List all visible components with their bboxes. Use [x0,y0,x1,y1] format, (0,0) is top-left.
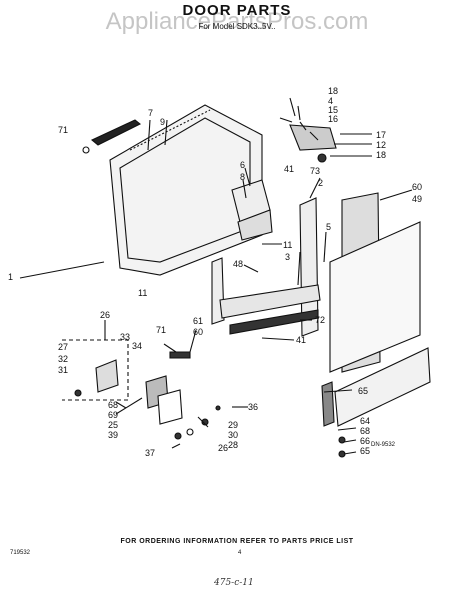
callout-label: 69 [108,410,118,420]
callout-label: 26 [218,443,228,453]
callout-label: 2 [318,178,323,188]
callout-label: 41 [296,335,306,345]
callout-label: 72 [315,315,325,325]
callout-label: 28 [228,440,238,450]
page-number: 4 [238,550,242,556]
callout-label: 16 [328,114,338,124]
callout-label: 33 [120,332,130,342]
lock-bezel [157,389,183,425]
callout-label: 30 [228,430,238,440]
callout-label: 4 [328,96,333,106]
clip-part [82,146,90,154]
callout-label: 17 [376,130,386,140]
callout-label: 5 [326,222,331,232]
hinge-bracket [289,124,337,151]
door-bottom-bar [219,284,321,319]
callout-label: 25 [108,420,118,430]
callout-label: 37 [145,448,155,458]
panel-side-trim [321,381,335,427]
callout-label: 11 [138,288,147,298]
callout-label: 71 [156,325,166,335]
callout-label: 11 [283,240,292,250]
callout-label: 26 [100,310,110,320]
latch-assembly-box [62,339,129,401]
callout-label: 68 [108,400,118,410]
callout-label: 36 [248,402,258,412]
diagram-title: DOOR PARTS [182,2,292,19]
diagram-code: DN-9532 [371,442,396,448]
hinge-roller [317,153,327,163]
callout-label: 65 [358,386,368,396]
watermark: AppliancePartsPros.com [105,8,369,35]
callout-label: 65 [360,446,370,456]
callout-label: 8 [240,172,245,182]
callout-label: 31 [58,365,68,375]
ordering-note: FOR ORDERING INFORMATION REFER TO PARTS … [120,538,354,545]
dispenser-cup [237,209,273,241]
callout-label: 7 [148,108,153,118]
handwritten-note: 475-c-11 [214,578,254,588]
callout-label: 49 [412,194,422,204]
callout-label: 9 [160,117,165,127]
callout-label: 27 [58,342,68,352]
outer-door-panel [329,221,421,373]
callout-label: 39 [108,430,118,440]
callout-label: 66 [360,436,370,446]
access-panel [334,347,431,427]
model-subtitle: For Model SDK3..5V.. [198,22,276,31]
callout-labels: 71 7 9 18 4 15 16 17 12 18 6 8 41 73 2 6… [8,86,422,458]
callout-label: 68 [360,426,370,436]
callout-label: 73 [310,166,320,176]
callout-label: 12 [376,140,386,150]
callout-label: 64 [360,416,370,426]
callout-label: 60 [193,327,203,337]
callout-label: 18 [376,150,386,160]
document-code: 719532 [10,550,31,556]
callout-label: 34 [132,341,142,351]
callout-label: 1 [8,272,13,282]
callout-label: 6 [240,160,245,170]
callout-label: 48 [233,259,243,269]
callout-label: 41 [284,164,294,174]
callout-label: 32 [58,354,68,364]
door-trim-strip [90,119,142,146]
latch-body [95,359,119,393]
callout-label: 29 [228,420,238,430]
callout-label: 15 [328,105,338,115]
callout-label: 71 [58,125,68,135]
door-spring-rail [229,309,319,335]
callout-label: 60 [412,182,422,192]
callout-label: 18 [328,86,338,96]
callout-label: 3 [285,252,290,262]
callout-label: 61 [193,316,203,326]
